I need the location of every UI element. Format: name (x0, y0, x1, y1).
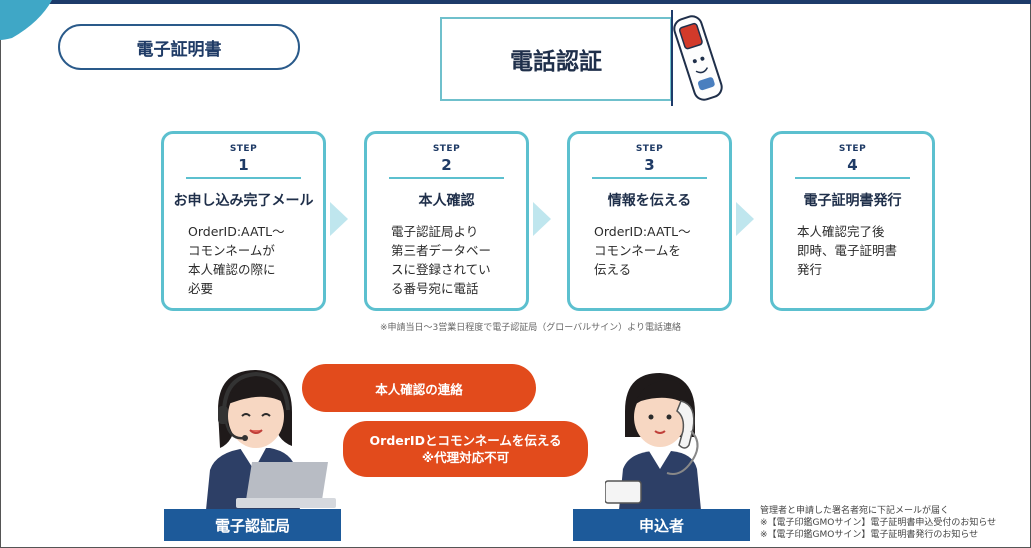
email-notice-line: ※【電子印鑑GMOサイン】電子証明書申込受付のお知らせ (760, 518, 997, 528)
step-2-card: STEP 2 本人確認 電子認証局より 第三者データベー スに登録されてい る番… (364, 131, 529, 311)
step-body-line: OrderID:AATL～ (188, 224, 285, 239)
step-1-card: STEP 1 お申し込み完了メール OrderID:AATL～ コモンネームが … (161, 131, 326, 311)
step-3-card: STEP 3 情報を伝える OrderID:AATL～ コモンネームを 伝える (567, 131, 732, 311)
schedule-footnote: ※申請当日～3営業日程度で電子認証局（グローバルサイン）より電話連絡 (380, 323, 681, 333)
step-body-line: 伝える (594, 262, 632, 277)
step-number: 2 (441, 156, 452, 174)
step-label: STEP (635, 144, 664, 154)
step-label: STEP (432, 144, 461, 154)
step-divider (592, 177, 707, 179)
step-body: OrderID:AATL～ コモンネームを 伝える (594, 222, 723, 279)
phone-handset-icon (671, 10, 723, 106)
chevron-right-icon (736, 202, 754, 236)
no-proxy-note: ※代理対応不可 (421, 450, 510, 465)
step-body-line: 本人確認完了後 (797, 224, 885, 239)
top-bar (0, 0, 1031, 4)
step-body-line: OrderID:AATL～ (594, 224, 691, 239)
step-divider (389, 177, 504, 179)
step-number: 3 (644, 156, 655, 174)
step-body-line: 第三者データベー (391, 243, 492, 258)
step-body-line: 即時、電子証明書 (797, 243, 898, 258)
step-body-line: コモンネームが (188, 243, 275, 258)
step-body: 本人確認完了後 即時、電子証明書 発行 (797, 222, 926, 279)
step-body-line: コモンネームを (594, 243, 681, 258)
step-divider (186, 177, 301, 179)
operator-illustration (206, 370, 336, 510)
step-body-line: る番号宛に電話 (391, 281, 479, 296)
applicant-illustration (605, 373, 701, 510)
email-notice: 管理者と申請した署名者宛に下記メールが届く ※【電子印鑑GMOサイン】電子証明書… (760, 505, 996, 541)
step-label: STEP (229, 144, 258, 154)
step-body-line: 本人確認の際に (188, 262, 276, 277)
step-body-line: 必要 (188, 281, 214, 296)
tell-info-text: OrderIDとコモンネームを伝える (369, 433, 562, 448)
contact-text: 本人確認の連絡 (375, 381, 463, 397)
step-body-line: 電子認証局より (391, 224, 479, 239)
step-heading: 情報を伝える (607, 193, 692, 209)
chevron-right-icon (330, 202, 348, 236)
tell-info-speech-bubble: OrderIDとコモンネームを伝える ※代理対応不可 (343, 421, 588, 477)
step-label: STEP (838, 144, 867, 154)
page-title: 電話認証 (440, 17, 672, 101)
step-body-line: 発行 (797, 262, 823, 277)
step-number: 4 (847, 156, 858, 174)
step-heading: お申し込み完了メール (173, 193, 314, 209)
step-heading: 本人確認 (418, 193, 475, 209)
ca-label: 電子認証局 (164, 509, 341, 541)
step-body: 電子認証局より 第三者データベー スに登録されてい る番号宛に電話 (391, 222, 520, 298)
step-4-card: STEP 4 電子証明書発行 本人確認完了後 即時、電子証明書 発行 (770, 131, 935, 311)
document-type-pill: 電子証明書 (58, 24, 300, 70)
applicant-label: 申込者 (573, 509, 750, 541)
step-divider (795, 177, 910, 179)
step-heading: 電子証明書発行 (803, 193, 902, 209)
step-body: OrderID:AATL～ コモンネームが 本人確認の際に 必要 (188, 222, 317, 298)
email-notice-line: ※【電子印鑑GMOサイン】電子証明書発行のお知らせ (760, 530, 979, 540)
step-number: 1 (238, 156, 249, 174)
chevron-right-icon (533, 202, 551, 236)
contact-speech-bubble: 本人確認の連絡 (302, 364, 536, 412)
email-notice-line: 管理者と申請した署名者宛に下記メールが届く (760, 506, 950, 516)
step-body-line: スに登録されてい (391, 262, 491, 277)
